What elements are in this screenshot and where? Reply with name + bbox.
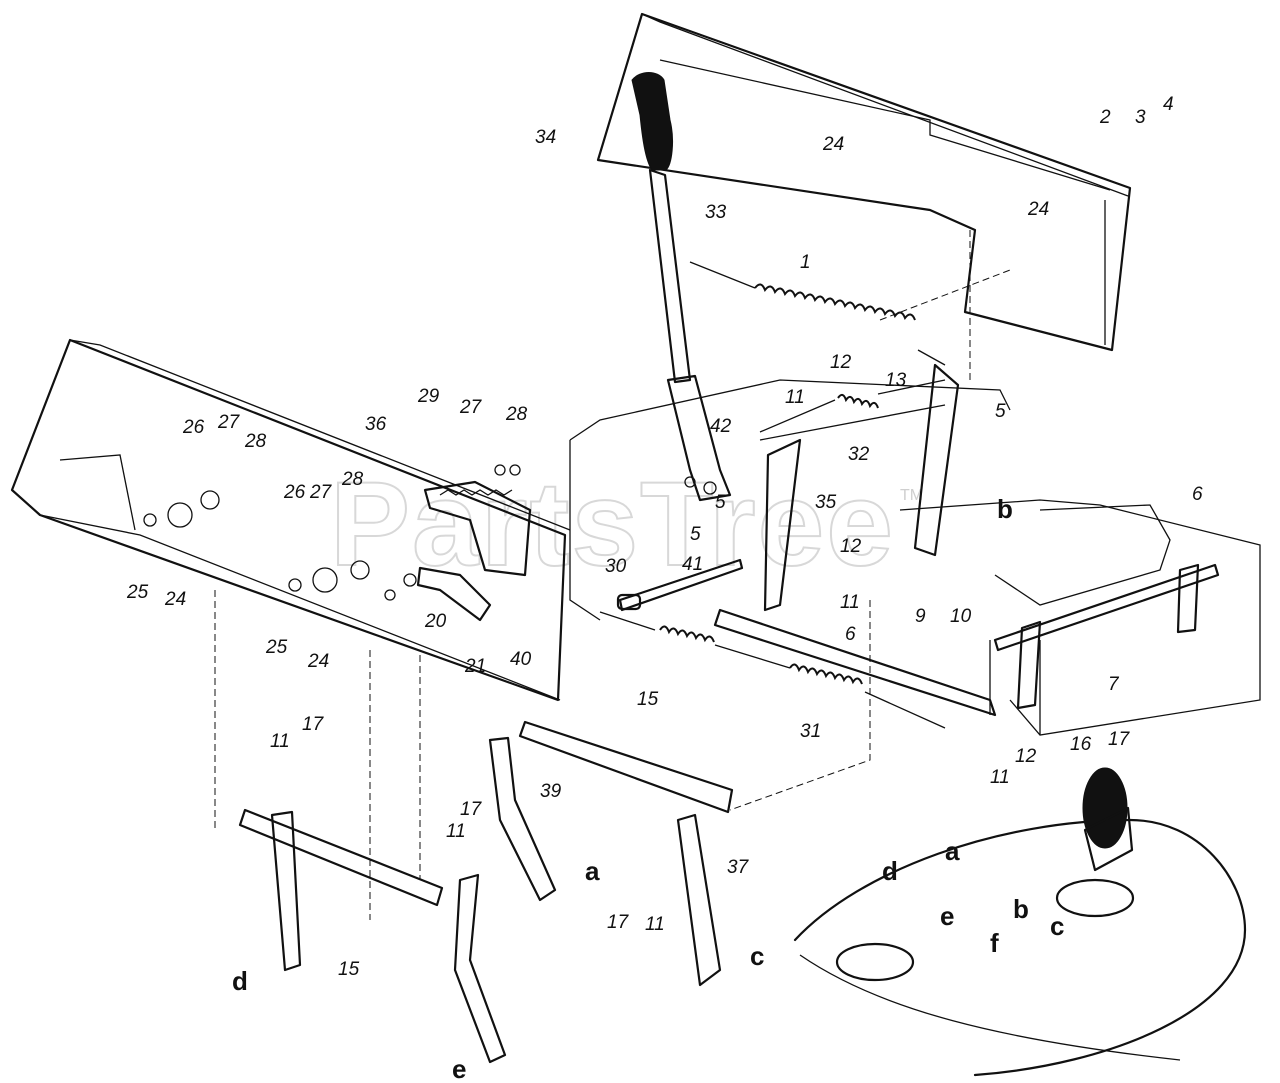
callout-27-c: 27 [459, 397, 483, 418]
callout-24-right: 24 [1027, 199, 1049, 220]
mower-deck [793, 767, 1247, 1077]
callout-30: 30 [605, 556, 627, 577]
rear-panel [596, 12, 1132, 352]
fender-panel [10, 338, 571, 702]
letter-b-frame: b [997, 494, 1013, 524]
callout-6-right: 6 [1192, 484, 1203, 505]
guide-lines [214, 230, 1011, 920]
lift-lever [631, 72, 732, 502]
callout-28-b: 28 [341, 469, 364, 490]
letter-a-arm: a [585, 856, 600, 886]
segment-plate-29 [423, 480, 532, 577]
left-hardware [143, 464, 521, 601]
callout-35: 35 [815, 492, 837, 513]
callout-17-d: 17 [1108, 729, 1131, 750]
callout-26-b: 26 [283, 482, 306, 503]
callout-27-b: 27 [309, 482, 333, 503]
callout-41: 41 [682, 554, 703, 575]
spacer-30 [616, 593, 642, 611]
spring-13 [759, 379, 946, 441]
arm-d [270, 810, 302, 972]
callout-27-a: 27 [217, 412, 241, 433]
callout-12-b: 12 [840, 536, 862, 557]
callout-11-f: 11 [990, 767, 1010, 788]
callout-2: 2 [1099, 107, 1111, 128]
callout-labels: 1 2 3 4 5 5 5 6 6 7 9 10 11 11 11 11 11 … [126, 94, 1203, 980]
bracket-40 [416, 566, 492, 622]
callout-17-a: 17 [302, 714, 325, 735]
callout-13: 13 [885, 370, 907, 391]
callout-40: 40 [510, 649, 532, 670]
rod-6 [713, 608, 997, 717]
callout-15-lower: 15 [338, 959, 360, 980]
callout-25-left: 25 [126, 582, 149, 603]
callout-12-a: 12 [830, 352, 852, 373]
callout-36: 36 [365, 414, 387, 435]
letter-d-arm: d [232, 966, 248, 996]
callout-10: 10 [950, 606, 972, 627]
arm-e [453, 873, 507, 1064]
callout-1: 1 [800, 252, 811, 273]
callout-11-a: 11 [785, 387, 805, 408]
callout-21: 21 [464, 656, 486, 677]
letter-b-deck: b [1013, 894, 1029, 924]
link-arm-5 [763, 363, 960, 612]
callout-29: 29 [417, 386, 440, 407]
callout-15-upper: 15 [637, 689, 659, 710]
callout-5-right: 5 [995, 401, 1006, 422]
callout-25-mid: 25 [265, 637, 288, 658]
callout-11-b: 11 [840, 592, 860, 613]
spring-1 [689, 261, 946, 366]
callout-5-center: 5 [690, 524, 701, 545]
shaft-7 [993, 563, 1220, 710]
callout-6-rod: 6 [845, 624, 856, 645]
callout-24-left: 24 [164, 589, 186, 610]
callout-24-top: 24 [822, 134, 844, 155]
callout-12-c: 12 [1015, 746, 1037, 767]
letter-c-arm: c [750, 941, 764, 971]
letter-e-arm: e [452, 1054, 466, 1083]
letter-c-deck: c [1050, 911, 1064, 941]
callout-11-c: 11 [270, 731, 290, 752]
callout-28-a: 28 [244, 431, 267, 452]
callout-37: 37 [727, 857, 750, 878]
callout-33: 33 [705, 202, 727, 223]
callout-17-b: 17 [460, 799, 483, 820]
callout-9: 9 [915, 606, 926, 627]
callout-5-mid: 5 [715, 492, 726, 513]
letter-d-deck: d [882, 856, 898, 886]
callout-3-top: 3 [1135, 107, 1146, 128]
callout-42: 42 [710, 416, 732, 437]
callout-7: 7 [1108, 674, 1120, 695]
link-15-lower [238, 808, 444, 907]
callout-11-e: 11 [645, 914, 665, 935]
callout-34: 34 [535, 127, 556, 148]
callout-20: 20 [424, 611, 447, 632]
letter-e-deck: e [940, 901, 954, 931]
letter-f-deck: f [990, 928, 999, 958]
callout-17-c: 17 [607, 912, 630, 933]
arm-37 [676, 813, 722, 987]
arm-39 [488, 736, 557, 902]
callout-24-mid: 24 [307, 651, 329, 672]
watermark-trademark: TM [900, 487, 923, 504]
frame-body [569, 379, 1261, 736]
spring-31 [599, 611, 946, 729]
callout-16: 16 [1070, 734, 1092, 755]
letter-a-deck: a [945, 836, 960, 866]
callout-31: 31 [800, 721, 821, 742]
callout-26-a: 26 [182, 417, 205, 438]
callout-4-top: 4 [1163, 94, 1174, 115]
callout-11-d: 11 [446, 821, 466, 842]
callout-28-c: 28 [505, 404, 528, 425]
link-15-upper [518, 720, 734, 814]
callout-32: 32 [848, 444, 870, 465]
connection-letters: a a b b c c d d e e f [232, 494, 1064, 1083]
rod-30 [618, 558, 744, 612]
callout-39: 39 [540, 781, 562, 802]
